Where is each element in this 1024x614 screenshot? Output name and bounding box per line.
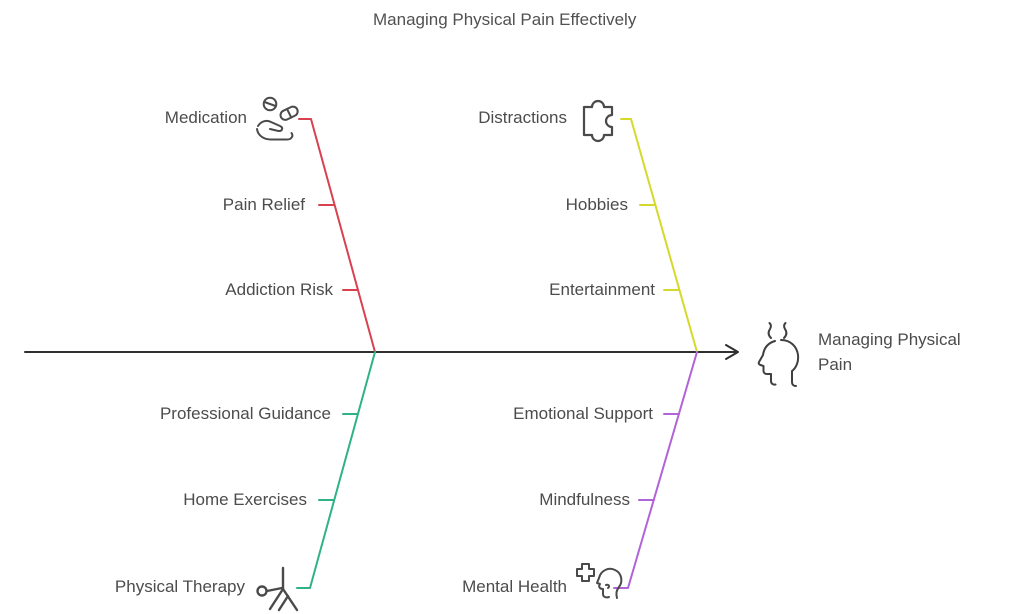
spine-arrowhead <box>725 344 739 360</box>
branch-line <box>298 118 376 353</box>
spine <box>24 344 739 360</box>
branch-line <box>296 351 376 589</box>
sub-label-home-exercises: Home Exercises <box>183 490 307 509</box>
branch-medication-lines <box>298 118 376 353</box>
head-plus-icon <box>576 563 623 599</box>
puzzle-icon <box>582 99 614 143</box>
hand-pills-icon <box>256 96 299 141</box>
sub-label-emotional-support: Emotional Support <box>513 404 653 423</box>
effect-label: Managing Physical Pain <box>818 330 961 374</box>
branch-label-medication: Medication <box>164 108 247 127</box>
branch-line <box>620 118 698 353</box>
sub-label-entertainment: Entertainment <box>549 280 655 299</box>
branch-mental-health-lines <box>613 351 698 589</box>
sub-label-mindfulness: Mindfulness <box>539 490 630 509</box>
branch-line <box>613 351 698 589</box>
branch-label-mental-health: Mental Health <box>462 577 567 596</box>
branch-distractions-lines <box>620 118 698 353</box>
branch-label-distractions: Distractions <box>478 108 567 127</box>
diagram-title: Managing Physical Pain Effectively <box>373 10 637 29</box>
head-pain-icon <box>757 322 800 387</box>
branch-physical-therapy-lines <box>296 351 376 589</box>
sub-label-addiction-risk: Addiction Risk <box>225 280 333 299</box>
exercise-icon <box>256 566 299 612</box>
branch-label-physical-therapy: Physical Therapy <box>114 577 245 596</box>
sub-label-hobbies: Hobbies <box>565 195 628 214</box>
sub-label-professional-guidance: Professional Guidance <box>159 404 331 423</box>
sub-label-pain-relief: Pain Relief <box>222 195 305 214</box>
